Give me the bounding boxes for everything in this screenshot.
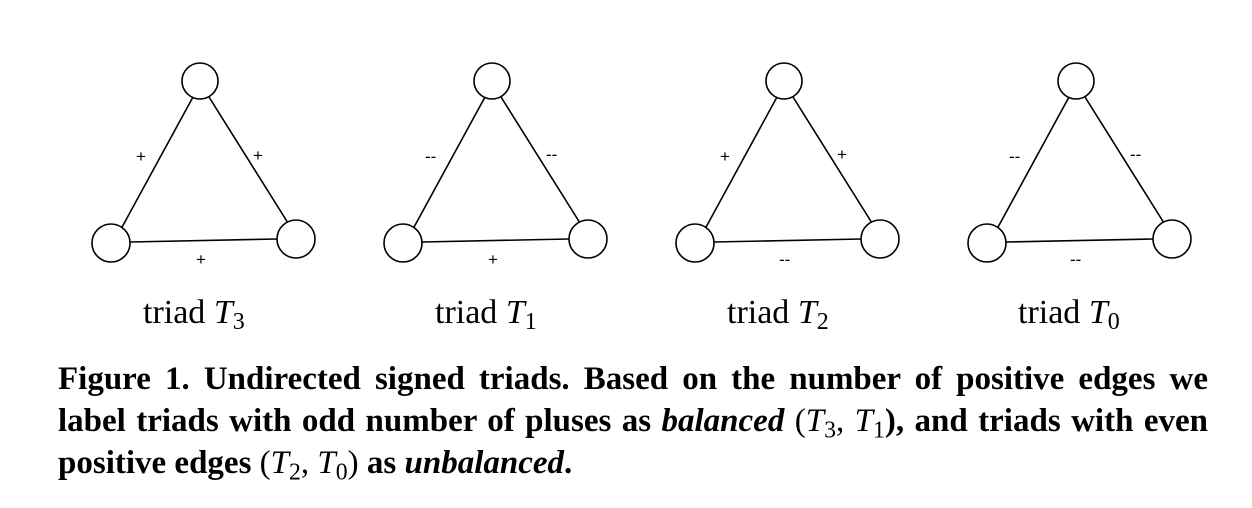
caption-close-1: ), (884, 403, 905, 439)
edge-left (412, 96, 486, 230)
node-top (473, 62, 511, 100)
sign-right: + (253, 146, 263, 165)
edge-left (704, 96, 778, 230)
edge-right (1084, 96, 1165, 224)
caption-text-1: Figure 1. Undirected signed triads. Base… (58, 361, 1208, 439)
edge-left (996, 96, 1070, 230)
triad-label: triad T1 (435, 294, 537, 335)
caption-unbalanced: unbalanced (404, 445, 565, 481)
sign-bottom: -- (779, 250, 790, 269)
caption-end: . (564, 445, 573, 481)
sign-right: -- (1130, 145, 1141, 164)
node-top (765, 62, 803, 100)
edge-right (792, 96, 873, 224)
caption-math-unbalanced: (T2, T0) (259, 445, 359, 486)
edge-bottom (421, 238, 570, 243)
sign-left: -- (425, 147, 436, 166)
node-left (383, 223, 423, 263)
triad-label: triad T0 (1018, 294, 1120, 335)
sign-bottom: -- (1070, 250, 1081, 269)
edge-bottom (713, 238, 862, 243)
edge-left (120, 96, 194, 230)
sign-bottom: + (196, 250, 206, 269)
triad-label: triad T3 (143, 294, 245, 335)
node-top (1057, 62, 1095, 100)
node-right (860, 219, 900, 259)
sign-left: + (720, 147, 730, 166)
caption-balanced: balanced (661, 403, 785, 439)
triads-diagram: + + + triad T3 -- -- + triad T1 + + -- t… (91, 62, 1192, 335)
sign-bottom: + (488, 250, 498, 269)
caption-text-2: and triads with even positive edges (58, 403, 1208, 481)
edge-right (208, 96, 289, 224)
sign-right: -- (546, 145, 557, 164)
triad-t0: -- -- -- triad T0 (967, 62, 1192, 335)
caption-math-balanced: (T3, T1 (784, 403, 885, 444)
caption-text-3: as (358, 445, 405, 481)
triad-t2: + + -- triad T2 (675, 62, 900, 335)
edge-right (500, 96, 581, 224)
sign-right: + (837, 145, 847, 164)
node-right (276, 219, 316, 259)
triad-t3: + + + triad T3 (91, 62, 316, 335)
node-left (967, 223, 1007, 263)
node-left (675, 223, 715, 263)
sign-left: -- (1009, 147, 1020, 166)
edge-bottom (1005, 238, 1154, 243)
triad-t1: -- -- + triad T1 (383, 62, 608, 335)
edge-bottom (129, 238, 278, 243)
node-right (1152, 219, 1192, 259)
sign-left: + (136, 147, 146, 166)
figure-caption: Figure 1. Undirected signed triads. Base… (58, 358, 1208, 486)
node-top (181, 62, 219, 100)
node-right (568, 219, 608, 259)
triad-label: triad T2 (727, 294, 829, 335)
node-left (91, 223, 131, 263)
